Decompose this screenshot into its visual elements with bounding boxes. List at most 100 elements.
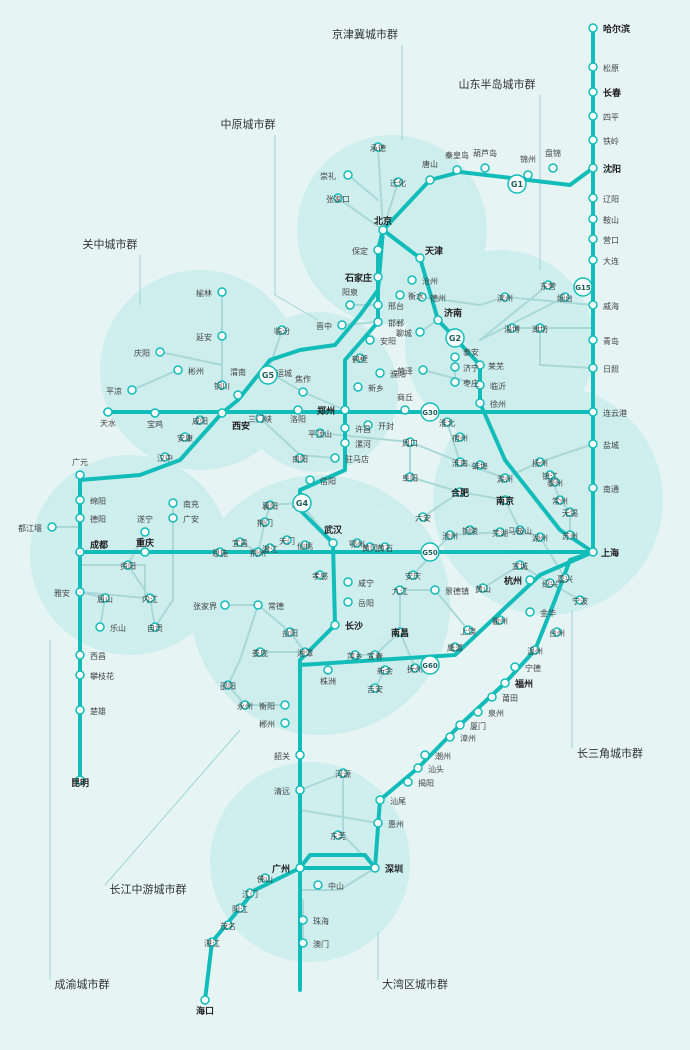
city-label: 楚雄 (90, 706, 106, 716)
city-label: 四平 (603, 113, 619, 122)
city-label: 泰安 (463, 347, 479, 357)
city-label: 枣庄 (463, 378, 479, 388)
city-label: 新余 (377, 666, 393, 676)
cluster-label-shandong: 山东半岛城市群 (459, 77, 536, 91)
regional-rail-line (382, 181, 399, 231)
cluster-bubble (238, 312, 398, 472)
station-marker (75, 670, 85, 680)
station-marker (300, 540, 310, 550)
station-marker (75, 650, 85, 660)
station-marker (365, 542, 375, 552)
station-marker (340, 423, 350, 433)
station-marker (543, 280, 553, 290)
station-marker (575, 595, 585, 605)
city-label: 泰州 (547, 478, 563, 488)
city-label: 黄冈 (362, 543, 378, 553)
svg-text:G60: G60 (422, 662, 438, 670)
station-marker (337, 320, 347, 330)
city-label: 汉中 (157, 453, 173, 463)
station-marker (393, 177, 403, 187)
station-marker (408, 570, 418, 580)
city-label: 庆阳 (134, 348, 150, 358)
city-label: 信阳 (320, 476, 336, 486)
city-label: 芜湖 (492, 528, 508, 538)
regional-rail-line (127, 502, 174, 628)
station-marker (552, 627, 562, 637)
city-label: 安阳 (380, 336, 396, 346)
city-label: 崇礼 (320, 171, 336, 181)
city-label: 彬州 (188, 366, 204, 376)
station-marker (418, 365, 428, 375)
line-badge-g5: G5 (258, 365, 278, 385)
city-label: 淮北 (439, 418, 455, 428)
station-marker (450, 642, 460, 652)
city-label: 洛阳 (290, 414, 306, 424)
city-label: 汕头 (428, 764, 444, 774)
city-label: 铁岭 (603, 136, 619, 146)
city-label: 鹤壁 (352, 354, 368, 364)
station-marker (510, 662, 520, 672)
station-marker (415, 253, 425, 263)
station-marker (145, 593, 155, 603)
station-marker (300, 647, 310, 657)
station-marker (588, 363, 598, 373)
city-label: 永州 (237, 701, 253, 711)
line-badge-g1: G1 (507, 174, 527, 194)
major-city-label: 郑州 (317, 405, 335, 417)
city-label: 烟台 (557, 293, 573, 303)
station-marker (265, 500, 275, 510)
station-marker (515, 560, 525, 570)
city-label: 南阳 (292, 454, 308, 464)
major-city-label: 北京 (374, 215, 392, 227)
line-badge-g30: G30 (420, 402, 440, 422)
station-marker (180, 432, 190, 442)
station-marker (450, 352, 460, 362)
city-label: 雅安 (54, 588, 70, 598)
station-marker (530, 645, 540, 655)
station-marker (588, 193, 598, 203)
station-marker (380, 542, 390, 552)
station-marker (413, 763, 423, 773)
city-label: 衢州 (492, 616, 508, 626)
station-marker (140, 527, 150, 537)
cluster-label-zhongyuan: 中原城市群 (221, 117, 276, 131)
cluster-label-chengyu: 成渝城市群 (55, 977, 110, 991)
city-label: 德阳 (90, 514, 106, 524)
line-badge-g15: G15 (573, 277, 593, 297)
major-city-label: 长沙 (345, 620, 363, 632)
station-marker (315, 428, 325, 438)
station-marker (340, 438, 350, 448)
station-marker (588, 439, 598, 449)
station-marker (328, 538, 338, 548)
station-marker (487, 692, 497, 702)
major-city-label: 昆明 (71, 778, 89, 789)
station-marker (415, 327, 425, 337)
city-label: 马鞍山 (508, 526, 532, 536)
city-label: 盐城 (603, 440, 619, 450)
station-marker (150, 622, 160, 632)
regional-rail-line (377, 146, 384, 231)
city-label: 六安 (415, 513, 431, 523)
city-label: 黄石 (377, 543, 393, 553)
station-marker (400, 405, 410, 415)
svg-text:G2: G2 (449, 334, 461, 343)
city-label: 清远 (274, 786, 290, 796)
city-label: 濮阳 (390, 369, 406, 379)
station-marker (407, 275, 417, 285)
city-label: 天水 (100, 418, 116, 428)
station-marker (75, 705, 85, 715)
city-label: 潍坊 (532, 324, 548, 334)
city-label: 江门 (242, 889, 258, 899)
station-marker (403, 777, 413, 787)
station-marker (560, 292, 570, 302)
station-marker (353, 382, 363, 392)
city-label: 惠州 (388, 819, 404, 829)
station-marker (395, 585, 405, 595)
station-marker (380, 665, 390, 675)
city-label: 日照 (603, 365, 619, 374)
station-marker (75, 470, 85, 480)
station-marker (253, 600, 263, 610)
main-rail-line (220, 228, 385, 415)
station-marker (588, 255, 598, 265)
city-label: 阳江 (232, 905, 248, 914)
